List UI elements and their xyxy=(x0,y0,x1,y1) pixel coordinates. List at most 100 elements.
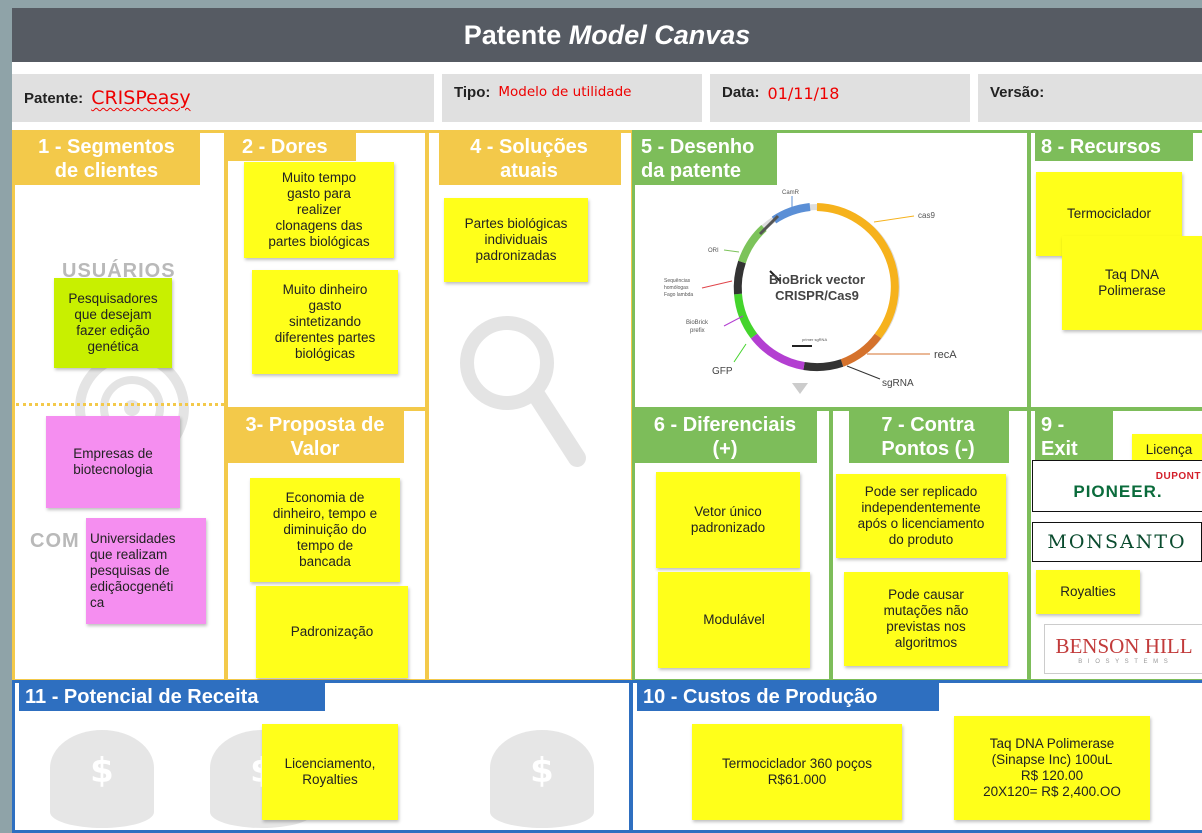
section-1-title-line1: 1 - Segmentos xyxy=(38,136,175,158)
label-reca: recA xyxy=(934,349,957,361)
ghost-label-compradores: COM xyxy=(30,530,80,552)
note-modulavel[interactable]: Modulável xyxy=(658,572,810,668)
patent-model-canvas: Patente Model Canvas Patente: CRISPeasy … xyxy=(12,8,1202,833)
label-biobrick-prefix: prefix xyxy=(690,328,705,334)
section-7-title-line2: Pontos (-) xyxy=(881,438,975,460)
note-dor-tempo[interactable]: Muito tempo gasto para realizer clonagen… xyxy=(244,162,394,258)
label-ori: ORI xyxy=(708,248,719,254)
ghost-label-usuarios: USUÁRIOS xyxy=(62,260,176,282)
note-custo-taq[interactable]: Taq DNA Polimerase (Sinapse Inc) 100uL R… xyxy=(954,716,1150,820)
section-3-title-line2: Valor xyxy=(290,438,340,460)
note-taq-dna[interactable]: Taq DNA Polimerase xyxy=(1062,236,1202,330)
title-italic-text: Model Canvas xyxy=(568,20,751,50)
logo-monsanto-text: MONSANTO xyxy=(1047,531,1187,553)
section-6-title-line1: 6 - Diferenciais xyxy=(653,414,797,436)
note-solucoes[interactable]: Partes biológicas individuais padronizad… xyxy=(444,198,588,282)
patente-field: Patente: CRISPeasy xyxy=(12,74,434,122)
note-universidades-text: Universidades que realizam pesquisas de … xyxy=(90,531,176,610)
note-mutacoes-text: Pode causar mutações não previstas nos a… xyxy=(883,587,969,650)
segment-divider xyxy=(16,403,224,406)
note-custo-termociclador-text: Termociclador 360 poços R$61.000 xyxy=(721,756,873,787)
section-exit: 9 - Exit xyxy=(1028,408,1202,682)
section-8-title: 8 - Recursos xyxy=(1035,133,1193,161)
section-11-title: 11 - Potencial de Receita xyxy=(19,683,325,711)
magnifier-icon xyxy=(460,316,586,467)
plasmid-diagram: BioBrick vector CRISPR/Cas9 CamR cas9 OR… xyxy=(664,190,957,394)
section-4-title-line1: 4 - Soluções xyxy=(470,136,588,158)
note-solucoes-text: Partes biológicas individuais padronizad… xyxy=(464,216,568,263)
note-vetor-unico-text: Vetor único padronizado xyxy=(690,504,766,535)
logo-benson-subtext: B I O S Y S T E M S xyxy=(1078,658,1170,665)
label-seq1: Sequências xyxy=(664,278,691,284)
note-economia-text: Economia de dinheiro, tempo e diminuição… xyxy=(272,490,378,569)
vector-title-line2: CRISPR/Cas9 xyxy=(775,288,859,303)
svg-text:$: $ xyxy=(530,751,554,791)
note-replicado[interactable]: Pode ser replicado independentemente apó… xyxy=(836,474,1006,558)
tipo-value[interactable]: Modelo de utilidade xyxy=(498,84,632,100)
section-6-title-line2: (+) xyxy=(712,438,738,460)
section-contra-pontos: 7 - Contra Pontos (-) xyxy=(830,408,1030,682)
section-diferenciais: 6 - Diferenciais (+) xyxy=(632,408,832,682)
title-main-text: Patente xyxy=(463,20,569,50)
note-custo-taq-text: Taq DNA Polimerase (Sinapse Inc) 100uL R… xyxy=(983,736,1121,799)
note-licenciamento-text: Licenciamento, Royalties xyxy=(284,756,376,787)
note-padronizacao-text: Padronização xyxy=(290,624,374,639)
note-pesquisadores-text: Pesquisadores que desejam fazer edição g… xyxy=(68,291,158,354)
section-7-title-line1: 7 - Contra xyxy=(881,414,975,436)
note-pesquisadores[interactable]: Pesquisadores que desejam fazer edição g… xyxy=(54,278,172,368)
note-royalties-exit[interactable]: Royalties xyxy=(1036,570,1140,614)
note-custo-termociclador[interactable]: Termociclador 360 poços R$61.000 xyxy=(692,724,902,820)
label-primer: primer sgRNA xyxy=(802,337,827,342)
svg-text:$: $ xyxy=(90,751,114,791)
canvas-title: Patente Model Canvas xyxy=(12,8,1202,62)
section-5-header: 5 - Desenho da patente xyxy=(635,133,777,185)
section-custos: 10 - Custos de Produção xyxy=(630,680,1202,833)
logo-pioneer-text: PIONEER. xyxy=(1073,481,1163,501)
section-5-title-line2: da patente xyxy=(641,160,742,182)
label-seq2: homólogas xyxy=(664,285,689,291)
note-economia[interactable]: Economia de dinheiro, tempo e diminuição… xyxy=(250,478,400,582)
note-dor-dinheiro[interactable]: Muito dinheiro gasto sintetizando difere… xyxy=(252,270,398,374)
vector-title-line1: BioBrick vector xyxy=(769,272,865,287)
note-licenca-text: Licença xyxy=(1145,442,1193,457)
section-6-header: 6 - Diferenciais (+) xyxy=(635,411,817,463)
section-3-title-line1: 3- Proposta de xyxy=(245,414,385,436)
note-empresas-text: Empresas de biotecnologia xyxy=(73,446,153,477)
section-9-title: 9 - Exit xyxy=(1035,411,1113,463)
section-5-title-line1: 5 - Desenho xyxy=(641,136,755,158)
note-dor-dinheiro-text: Muito dinheiro gasto sintetizando difere… xyxy=(274,282,376,361)
note-dor-tempo-text: Muito tempo gasto para realizer clonagen… xyxy=(268,170,370,249)
data-label: Data: xyxy=(722,84,760,101)
data-field: Data: 01/11/18 xyxy=(710,74,970,122)
versao-field: Versão: xyxy=(978,74,1202,122)
note-padronizacao[interactable]: Padronização xyxy=(256,586,408,678)
logo-benson-text: BENSON HILL xyxy=(1055,633,1193,658)
logo-dupont-text: DUPONT xyxy=(1155,470,1201,482)
section-1-header: 1 - Segmentos de clientes xyxy=(15,133,200,185)
note-mutacoes[interactable]: Pode causar mutações não previstas nos a… xyxy=(844,572,1008,666)
tipo-label: Tipo: xyxy=(454,84,491,101)
section-4-title-line2: atuais xyxy=(500,160,558,182)
note-vetor-unico[interactable]: Vetor único padronizado xyxy=(656,472,800,568)
patente-label: Patente: xyxy=(24,89,84,107)
data-value[interactable]: 01/11/18 xyxy=(767,84,840,103)
patente-value[interactable]: CRISPeasy xyxy=(91,87,191,109)
note-licenciamento[interactable]: Licenciamento, Royalties xyxy=(262,724,398,820)
section-3-header: 3- Proposta de Valor xyxy=(228,411,404,463)
section-4-header: 4 - Soluções atuais xyxy=(439,133,621,185)
label-cas9: cas9 xyxy=(918,211,935,220)
label-seq3: Fago lambda xyxy=(664,292,693,298)
section-2-title: 2 - Dores xyxy=(228,133,356,161)
section-10-title: 10 - Custos de Produção xyxy=(637,683,939,711)
note-empresas[interactable]: Empresas de biotecnologia xyxy=(46,416,180,508)
section-receita: 11 - Potencial de Receita xyxy=(12,680,632,833)
section-7-header: 7 - Contra Pontos (-) xyxy=(849,411,1009,463)
logo-monsanto: MONSANTO xyxy=(1032,522,1202,562)
label-camr: CamR xyxy=(782,190,800,196)
note-modulavel-text: Modulável xyxy=(703,612,765,627)
note-taq-dna-text: Taq DNA Polimerase xyxy=(1098,267,1166,298)
note-replicado-text: Pode ser replicado independentemente apó… xyxy=(857,484,985,547)
logo-dupont-pioneer: DUPONT PIONEER. xyxy=(1032,460,1202,512)
section-solucoes: 4 - Soluções atuais xyxy=(426,130,634,682)
note-universidades[interactable]: Universidades que realizam pesquisas de … xyxy=(86,518,206,624)
